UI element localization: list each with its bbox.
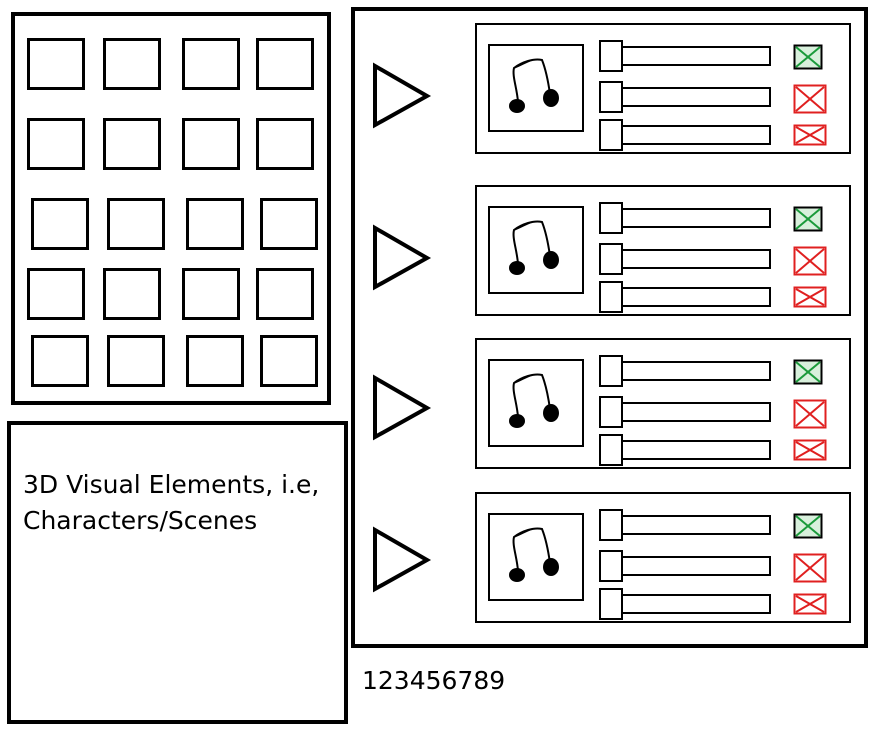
viewport-panel: 3D Visual Elements, i.e, Characters/Scen… [7, 421, 348, 724]
asset-slot[interactable] [260, 335, 318, 387]
play-button[interactable] [367, 223, 433, 293]
slider-handle[interactable] [599, 40, 623, 72]
track-thumbnail [488, 44, 584, 132]
track-card [475, 185, 851, 316]
disabled-toggle[interactable] [793, 439, 827, 461]
enabled-toggle[interactable] [793, 44, 823, 70]
volume-slider[interactable] [601, 556, 771, 576]
volume-slider[interactable] [601, 46, 771, 66]
slider-handle[interactable] [599, 434, 623, 466]
volume-slider[interactable] [601, 287, 771, 307]
track-list-panel [351, 7, 868, 648]
enabled-toggle[interactable] [793, 359, 823, 385]
asset-slot[interactable] [27, 268, 85, 320]
volume-slider[interactable] [601, 594, 771, 614]
asset-slot[interactable] [260, 198, 318, 250]
track-card [475, 338, 851, 469]
asset-slot[interactable] [107, 335, 165, 387]
viewport-description: 3D Visual Elements, i.e, Characters/Scen… [23, 470, 320, 535]
asset-slot[interactable] [182, 268, 240, 320]
asset-slot[interactable] [186, 198, 244, 250]
track-card [475, 492, 851, 623]
music-note-icon [509, 220, 559, 275]
slider-handle[interactable] [599, 355, 623, 387]
counter-readout: 123456789 [362, 666, 506, 695]
volume-slider[interactable] [601, 515, 771, 535]
asset-slot[interactable] [182, 118, 240, 170]
slider-handle[interactable] [599, 81, 623, 113]
asset-slot[interactable] [107, 198, 165, 250]
enabled-toggle[interactable] [793, 513, 823, 539]
enabled-toggle[interactable] [793, 206, 823, 232]
music-note-icon [509, 527, 559, 582]
slider-handle[interactable] [599, 509, 623, 541]
track-thumbnail [488, 513, 584, 601]
slider-handle[interactable] [599, 202, 623, 234]
play-button[interactable] [367, 525, 433, 595]
disabled-toggle[interactable] [793, 593, 827, 615]
slider-handle[interactable] [599, 281, 623, 313]
asset-slot[interactable] [27, 118, 85, 170]
disabled-toggle[interactable] [793, 286, 827, 308]
asset-slot[interactable] [256, 268, 314, 320]
asset-slot[interactable] [186, 335, 244, 387]
slider-handle[interactable] [599, 396, 623, 428]
slider-handle[interactable] [599, 588, 623, 620]
asset-slot[interactable] [103, 268, 161, 320]
asset-slot[interactable] [256, 38, 314, 90]
disabled-toggle[interactable] [793, 84, 827, 114]
music-note-icon [509, 58, 559, 113]
disabled-toggle[interactable] [793, 553, 827, 583]
track-card [475, 23, 851, 154]
music-note-icon [509, 373, 559, 428]
volume-slider[interactable] [601, 125, 771, 145]
play-button[interactable] [367, 373, 433, 443]
slider-handle[interactable] [599, 119, 623, 151]
asset-slot[interactable] [182, 38, 240, 90]
disabled-toggle[interactable] [793, 124, 827, 146]
asset-slot[interactable] [31, 335, 89, 387]
volume-slider[interactable] [601, 361, 771, 381]
volume-slider[interactable] [601, 208, 771, 228]
volume-slider[interactable] [601, 249, 771, 269]
slider-handle[interactable] [599, 550, 623, 582]
asset-slot[interactable] [27, 38, 85, 90]
slider-handle[interactable] [599, 243, 623, 275]
asset-slot[interactable] [103, 38, 161, 90]
track-thumbnail [488, 359, 584, 447]
asset-slot[interactable] [256, 118, 314, 170]
disabled-toggle[interactable] [793, 399, 827, 429]
asset-grid-panel [11, 12, 331, 405]
disabled-toggle[interactable] [793, 246, 827, 276]
volume-slider[interactable] [601, 402, 771, 422]
asset-slot[interactable] [31, 198, 89, 250]
volume-slider[interactable] [601, 440, 771, 460]
track-thumbnail [488, 206, 584, 294]
asset-slot[interactable] [103, 118, 161, 170]
volume-slider[interactable] [601, 87, 771, 107]
play-button[interactable] [367, 61, 433, 131]
